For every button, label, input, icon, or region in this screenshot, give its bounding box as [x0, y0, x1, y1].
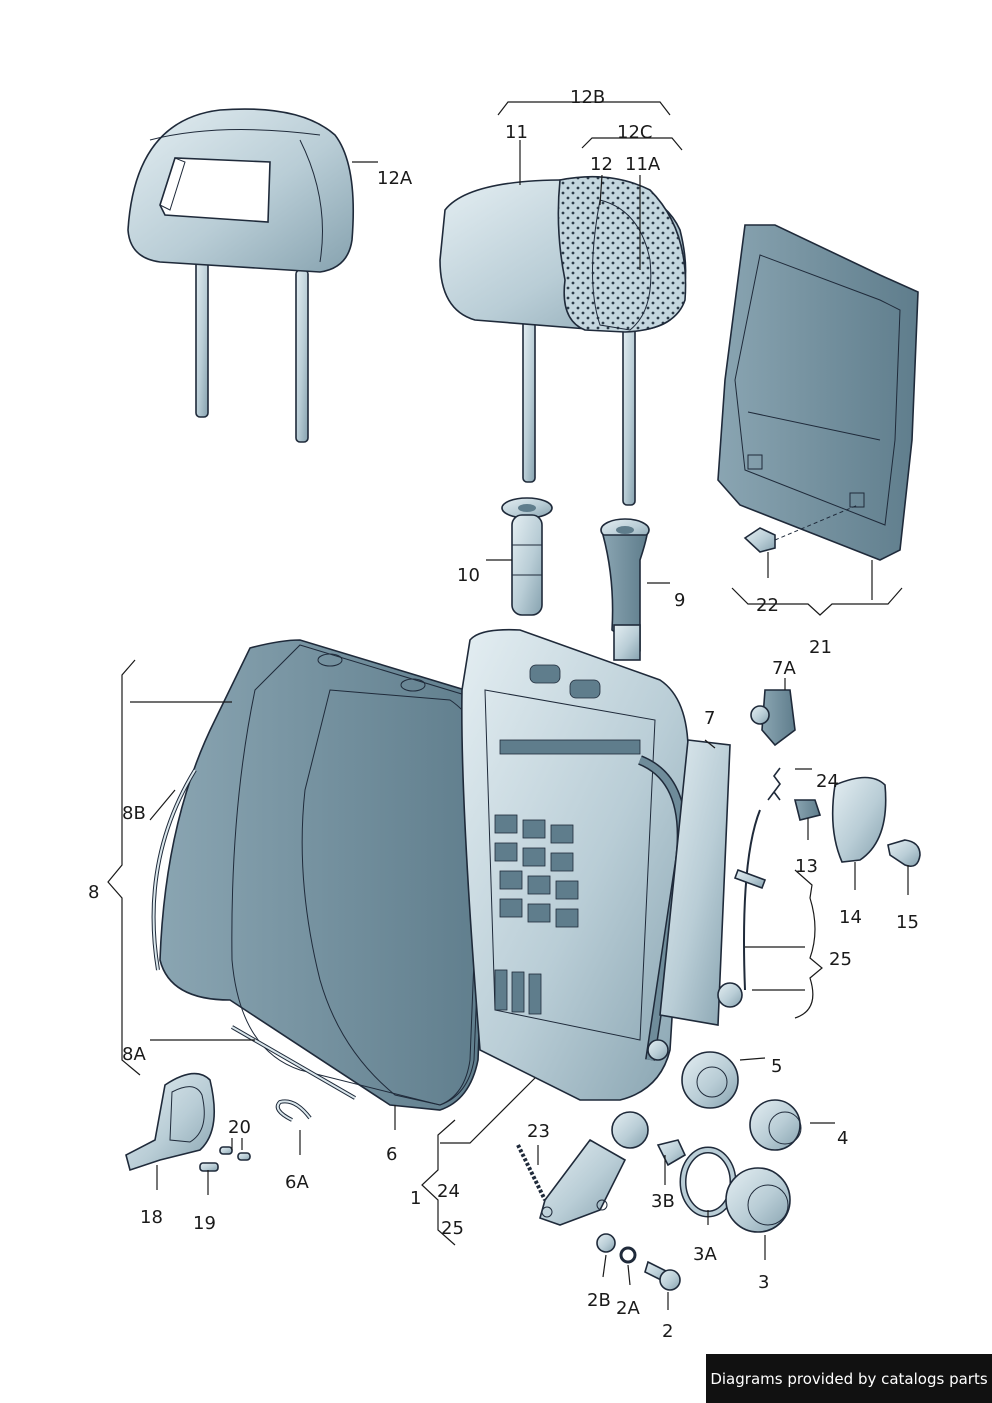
lever-15 [887, 839, 921, 868]
label-2A: 2A [616, 1298, 640, 1319]
label-12B: 12B [570, 87, 605, 108]
label-6: 6 [386, 1144, 397, 1165]
label-1: 1 [410, 1188, 421, 1209]
cable-25 [717, 809, 767, 1008]
guide-sleeve-10 [501, 497, 553, 616]
knob-4 [749, 1099, 802, 1151]
wire-8B [151, 768, 197, 971]
label-4: 4 [837, 1128, 848, 1149]
label-3B: 3B [651, 1191, 675, 1212]
headrest-11 [439, 175, 687, 506]
spring-23 [516, 1144, 547, 1201]
bracket-18 [125, 1072, 216, 1172]
label-12: 12 [590, 154, 613, 175]
label-23: 23 [527, 1121, 550, 1142]
label-25-left: 25 [441, 1218, 464, 1239]
label-14: 14 [839, 907, 862, 928]
spring-24 [767, 767, 781, 801]
label-18: 18 [140, 1207, 163, 1228]
label-7A: 7A [772, 658, 796, 679]
label-5: 5 [771, 1056, 782, 1077]
label-12C: 12C [617, 122, 652, 143]
label-19: 19 [193, 1213, 216, 1234]
washer-2B [596, 1233, 616, 1253]
clip-3B [656, 1139, 687, 1167]
label-20: 20 [228, 1117, 251, 1138]
part-labels: 12B 11 12C 12 11A 12A 10 9 22 21 7A 7 24… [88, 87, 919, 1342]
label-3: 3 [758, 1272, 769, 1293]
ring-5 [681, 1051, 739, 1109]
pins-20 [219, 1146, 251, 1161]
handle-14 [831, 776, 887, 863]
bolt-2 [644, 1260, 681, 1291]
wire-8A [231, 1025, 356, 1100]
label-25-right: 25 [829, 949, 852, 970]
label-2B: 2B [587, 1290, 611, 1311]
label-15: 15 [896, 912, 919, 933]
knob-3 [725, 1167, 791, 1233]
side-bracket [539, 1138, 627, 1226]
label-8A: 8A [122, 1044, 146, 1065]
headrest-12A [127, 108, 355, 443]
label-11A: 11A [625, 154, 661, 175]
label-2: 2 [662, 1321, 673, 1342]
pad-7 [659, 739, 731, 1026]
label-8: 8 [88, 882, 99, 903]
label-21: 21 [809, 637, 832, 658]
washer-2A [619, 1246, 637, 1264]
label-3A: 3A [693, 1244, 717, 1265]
label-11: 11 [505, 122, 528, 143]
label-6A: 6A [285, 1172, 309, 1193]
label-22: 22 [756, 595, 779, 616]
label-9: 9 [674, 590, 685, 611]
backrest-frame-1 [461, 628, 689, 1149]
button-7A [750, 689, 796, 747]
credit-banner: Diagrams provided by catalogs parts [706, 1354, 992, 1403]
label-24-right: 24 [816, 771, 839, 792]
clip-22 [743, 504, 859, 553]
leader-lines [107, 101, 909, 1310]
label-10: 10 [457, 565, 480, 586]
clip-6A [275, 1099, 312, 1122]
pin-19 [199, 1162, 219, 1172]
label-8B: 8B [122, 803, 146, 824]
back-panel-21 [717, 224, 919, 561]
guide-sleeve-9 [600, 518, 650, 661]
clip-13 [793, 799, 822, 821]
label-13: 13 [795, 856, 818, 877]
label-12A: 12A [377, 168, 413, 189]
label-24-left: 24 [437, 1181, 460, 1202]
label-7: 7 [704, 708, 715, 729]
